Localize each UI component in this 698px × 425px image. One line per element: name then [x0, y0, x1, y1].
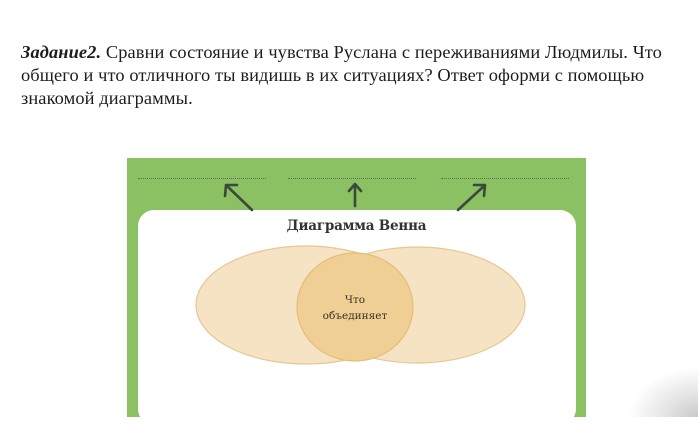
task-body: Сравни состояние и чувства Руслана с пер…	[21, 42, 662, 108]
arrow-up-left-icon	[223, 183, 254, 212]
intersection-label-line1: Что	[344, 294, 366, 306]
arrows-group	[223, 182, 487, 212]
answer-line-left	[138, 178, 266, 179]
answer-line-middle	[288, 178, 416, 179]
answer-line-right	[441, 178, 569, 179]
venn-diagram-figure: Диаграмма Венна Что объединяет	[127, 158, 586, 425]
task-label: Задание2.	[21, 42, 102, 62]
arrow-up-right-icon	[456, 183, 487, 212]
intersection-label-line2: объединяет	[322, 310, 388, 322]
task-text: Задание2. Сравни состояние и чувства Рус…	[21, 41, 689, 110]
diagram-title: Диаграмма Венна	[286, 218, 427, 234]
page-corner-shadow	[628, 367, 698, 417]
intersection-label: Что объединяет	[307, 292, 403, 324]
intersection	[296, 252, 414, 362]
venn-circles	[195, 245, 526, 365]
arrow-up-icon	[347, 182, 363, 208]
